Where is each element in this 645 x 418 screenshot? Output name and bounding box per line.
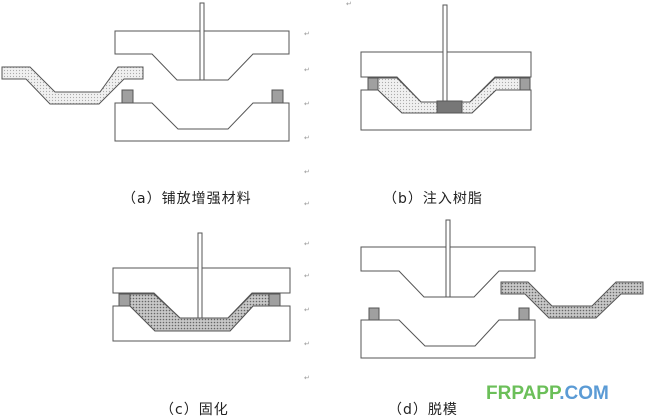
panel-d <box>360 219 644 359</box>
return-mark: ↵ <box>304 240 310 248</box>
panel-a <box>1 2 290 142</box>
return-mark: ↵ <box>304 374 310 382</box>
return-mark: ↵ <box>304 306 310 314</box>
demolded-part <box>500 281 644 319</box>
seal-block <box>518 307 530 321</box>
seal-block <box>271 89 284 104</box>
reinforcement-preform <box>1 66 144 105</box>
seal-block <box>368 307 380 321</box>
return-mark: ↵ <box>304 30 310 38</box>
caption-d: （d）脱模 <box>388 402 458 418</box>
caption-c: （c）固化 <box>160 402 229 418</box>
resin-inlet <box>436 100 463 114</box>
return-mark: ↵ <box>304 66 310 74</box>
return-mark: ↵ <box>346 0 352 8</box>
caption-a: （a）铺放增强材料 <box>122 191 252 207</box>
watermark-part1: FRPAPP <box>486 383 560 404</box>
watermark: FRPAPP.COM <box>486 383 609 405</box>
injection-rod <box>442 4 448 102</box>
lower-mold <box>360 319 536 359</box>
return-mark: ↵ <box>304 200 310 208</box>
seal-block <box>118 293 131 307</box>
seal-block <box>268 293 281 307</box>
injection-rod <box>445 219 451 298</box>
watermark-part2: .COM <box>559 383 609 404</box>
return-mark: ↵ <box>304 100 310 108</box>
return-mark: ↵ <box>304 340 310 348</box>
return-mark: ↵ <box>304 168 310 176</box>
seal-block <box>121 89 134 104</box>
panel-b <box>360 4 532 131</box>
injection-rod <box>199 2 205 81</box>
return-mark: ↵ <box>304 134 310 142</box>
panel-c <box>112 232 291 342</box>
caption-b: （b）注入树脂 <box>383 191 483 207</box>
injection-rod <box>197 232 203 319</box>
lower-mold <box>114 102 290 142</box>
return-mark: ↵ <box>304 272 310 280</box>
seal-block <box>367 77 379 91</box>
seal-block <box>519 77 531 91</box>
